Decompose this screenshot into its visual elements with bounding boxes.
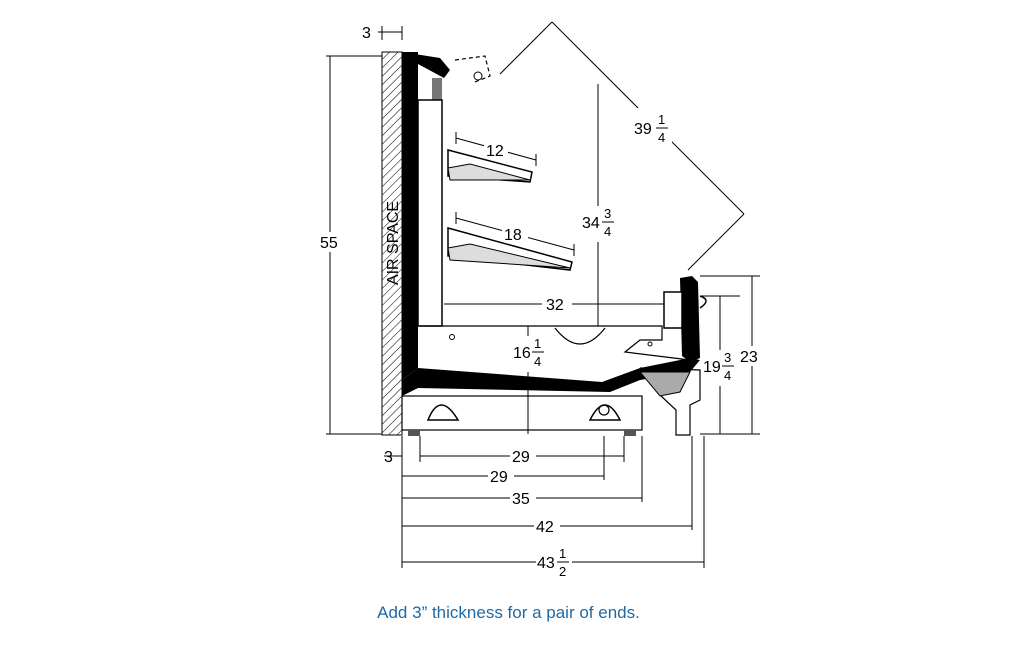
dim-opening-den: 4 — [604, 224, 611, 239]
dim-row-29a: 29 — [512, 449, 530, 466]
dim-depth-32: 32 — [546, 297, 564, 314]
dim-row-43-whole: 43 — [537, 555, 555, 572]
dim-row-29b: 29 — [490, 469, 508, 486]
dim-opening-num: 3 — [604, 206, 611, 221]
dim-front-whole: 19 — [703, 359, 721, 376]
shelf-upper — [447, 149, 533, 183]
dim-front-23: 23 — [740, 349, 758, 366]
dim-diag-whole: 39 — [634, 121, 652, 138]
dim-row-42: 42 — [536, 519, 554, 536]
dim-opening-whole: 34 — [582, 215, 600, 232]
wall-air-space: AIR SPACE — [381, 51, 403, 436]
dimension-labels: 3 55 39 1 4 12 18 34 3 4 32 16 1 4 19 3 … — [318, 22, 764, 580]
dim-base-whole: 16 — [513, 345, 531, 362]
dim-shelf-12: 12 — [486, 143, 504, 160]
dim-row-43-den: 2 — [559, 564, 566, 579]
dim-diag-den: 4 — [658, 130, 665, 145]
dim-front-num: 3 — [724, 350, 731, 365]
case-body — [401, 52, 707, 436]
dim-row-43-num: 1 — [559, 546, 566, 561]
dim-height-55: 55 — [320, 235, 338, 252]
shelf-lower — [447, 227, 573, 271]
caption-note: Add 3” thickness for a pair of ends. — [377, 603, 640, 622]
dim-diag-num: 1 — [658, 112, 665, 127]
dim-shelf-18: 18 — [504, 227, 522, 244]
dim-bottom-wall: 3 — [384, 449, 393, 466]
dim-wall-top: 3 — [362, 25, 371, 42]
dim-base-num: 1 — [534, 336, 541, 351]
dim-row-35: 35 — [512, 491, 530, 508]
dim-base-den: 4 — [534, 354, 541, 369]
air-space-label: AIR SPACE — [385, 201, 402, 285]
dim-front-den: 4 — [724, 368, 731, 383]
